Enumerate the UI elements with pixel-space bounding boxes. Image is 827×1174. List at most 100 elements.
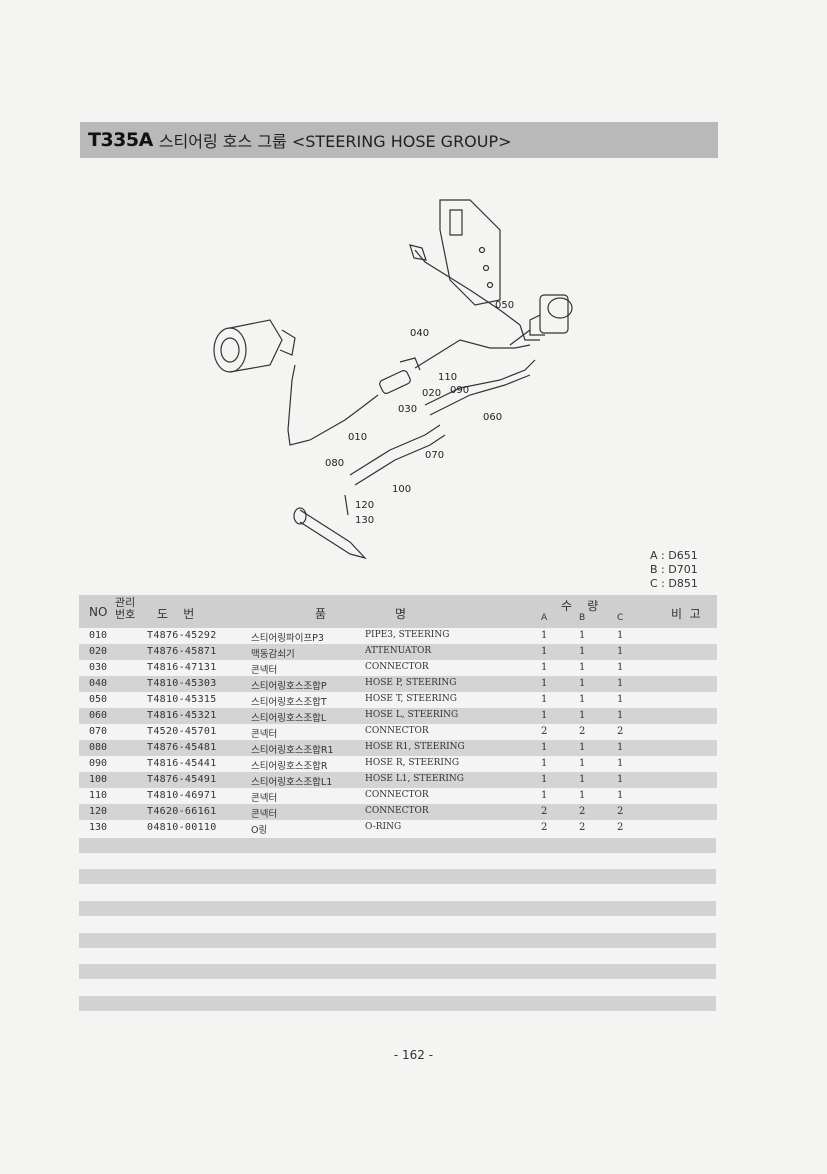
callout-120: 120 (355, 500, 374, 511)
part-name-en: HOSE L1, STEERING (365, 774, 464, 784)
qty-b: 1 (579, 758, 586, 769)
bracket-icon (439, 199, 501, 306)
qty-b: 1 (579, 678, 586, 689)
qty-a: 1 (541, 790, 548, 801)
qty-b: 1 (579, 694, 586, 705)
qty-a: 1 (541, 694, 548, 705)
part-ref-no: 090 (89, 758, 108, 769)
model-c: C : D851 (650, 577, 698, 590)
part-name-en: HOSE R, STEERING (365, 758, 460, 768)
part-name-kr: 콘넥터 (251, 729, 278, 740)
qty-c: 1 (617, 678, 624, 689)
qty-c: 2 (617, 806, 624, 817)
empty-row (79, 869, 716, 884)
model-a: A : D651 (650, 549, 698, 562)
cylinder-icon (299, 509, 351, 555)
table-row: 040 T4810-45303 스티어링호스조합P HOSE P, STEERING 1… (79, 676, 717, 692)
qty-c: 1 (617, 694, 624, 705)
header-name-2: 명 (395, 607, 407, 621)
qty-b: 1 (579, 630, 586, 641)
callout-030: 030 (398, 404, 417, 415)
part-ref-no: 070 (89, 726, 108, 737)
qty-c: 1 (617, 630, 624, 641)
qty-b: 1 (579, 662, 586, 673)
qty-b: 1 (579, 646, 586, 657)
part-name-en: HOSE L, STEERING (365, 710, 459, 720)
part-name-kr: 스티어링호스조합T (251, 697, 327, 708)
qty-a: 2 (541, 822, 548, 833)
part-number: T4520-45701 (147, 726, 217, 737)
part-name-kr: O링 (251, 825, 268, 836)
qty-a: 2 (541, 806, 548, 817)
part-number: T4816-45441 (147, 758, 217, 769)
part-number: T4816-45321 (147, 710, 217, 721)
qty-a: 1 (541, 630, 548, 641)
part-ref-no: 040 (89, 678, 108, 689)
part-number: T4620-66161 (147, 806, 217, 817)
part-name-en: CONNECTOR (365, 806, 429, 816)
part-ref-no: 110 (89, 790, 108, 801)
callout-020: 020 (422, 388, 441, 399)
part-name-kr: 스티어링호스조합P (251, 681, 327, 692)
qty-c: 1 (617, 742, 624, 753)
qty-b: 2 (579, 822, 586, 833)
callout-080: 080 (325, 458, 344, 469)
qty-c: 1 (617, 646, 624, 657)
empty-row (79, 964, 716, 979)
qty-a: 1 (541, 646, 548, 657)
part-name-kr: 맥동감쇠기 (251, 649, 295, 660)
part-name-kr: 스티어링호스조합R1 (251, 745, 334, 756)
qty-b: 1 (579, 790, 586, 801)
section-code: T335A (88, 129, 153, 151)
callout-070: 070 (425, 450, 444, 461)
callout-060: 060 (483, 412, 502, 423)
part-ref-no: 100 (89, 774, 108, 785)
qty-a: 1 (541, 774, 548, 785)
qty-a: 1 (541, 758, 548, 769)
qty-c: 1 (617, 774, 624, 785)
empty-row (79, 933, 716, 948)
qty-b: 2 (579, 806, 586, 817)
steering-hose-diagram: 050 040 110 020 090 030 060 010 070 080 … (213, 199, 573, 560)
callout-labels: 050 040 110 020 090 030 060 010 070 080 … (325, 300, 514, 526)
part-number: 04810-00110 (147, 822, 217, 833)
part-name-en: HOSE P, STEERING (365, 678, 457, 688)
part-name-kr: 스티어링호스조합L (251, 713, 327, 724)
model-b: B : D701 (650, 563, 698, 576)
part-name-kr: 콘넥터 (251, 809, 278, 820)
part-name-en: HOSE T, STEERING (365, 694, 457, 704)
qty-a: 1 (541, 662, 548, 673)
part-ref-no: 020 (89, 646, 108, 657)
part-name-en: PIPE3, STEERING (365, 630, 450, 640)
empty-row (79, 838, 716, 853)
part-number: T4876-45292 (147, 630, 217, 641)
empty-row (79, 901, 716, 916)
part-ref-no: 080 (89, 742, 108, 753)
qty-c: 1 (617, 790, 624, 801)
table-row: 120 T4620-66161 콘넥터 CONNECTOR 2 2 2 (79, 804, 717, 820)
title-bar: T335A 스티어링 호스 그룹 <STEERING HOSE GROUP> (80, 122, 718, 158)
part-number: T4810-45303 (147, 678, 217, 689)
qty-b: 1 (579, 710, 586, 721)
header-a: A (541, 613, 548, 623)
qty-c: 1 (617, 662, 624, 673)
part-ref-no: 120 (89, 806, 108, 817)
qty-a: 1 (541, 742, 548, 753)
part-number: T4816-47131 (147, 662, 217, 673)
part-number: T4876-45481 (147, 742, 217, 753)
part-name-en: O-RING (365, 822, 402, 832)
callout-100: 100 (392, 484, 411, 495)
part-name-en: CONNECTOR (365, 726, 429, 736)
part-name-kr: 콘넥터 (251, 665, 278, 676)
qty-a: 2 (541, 726, 548, 737)
